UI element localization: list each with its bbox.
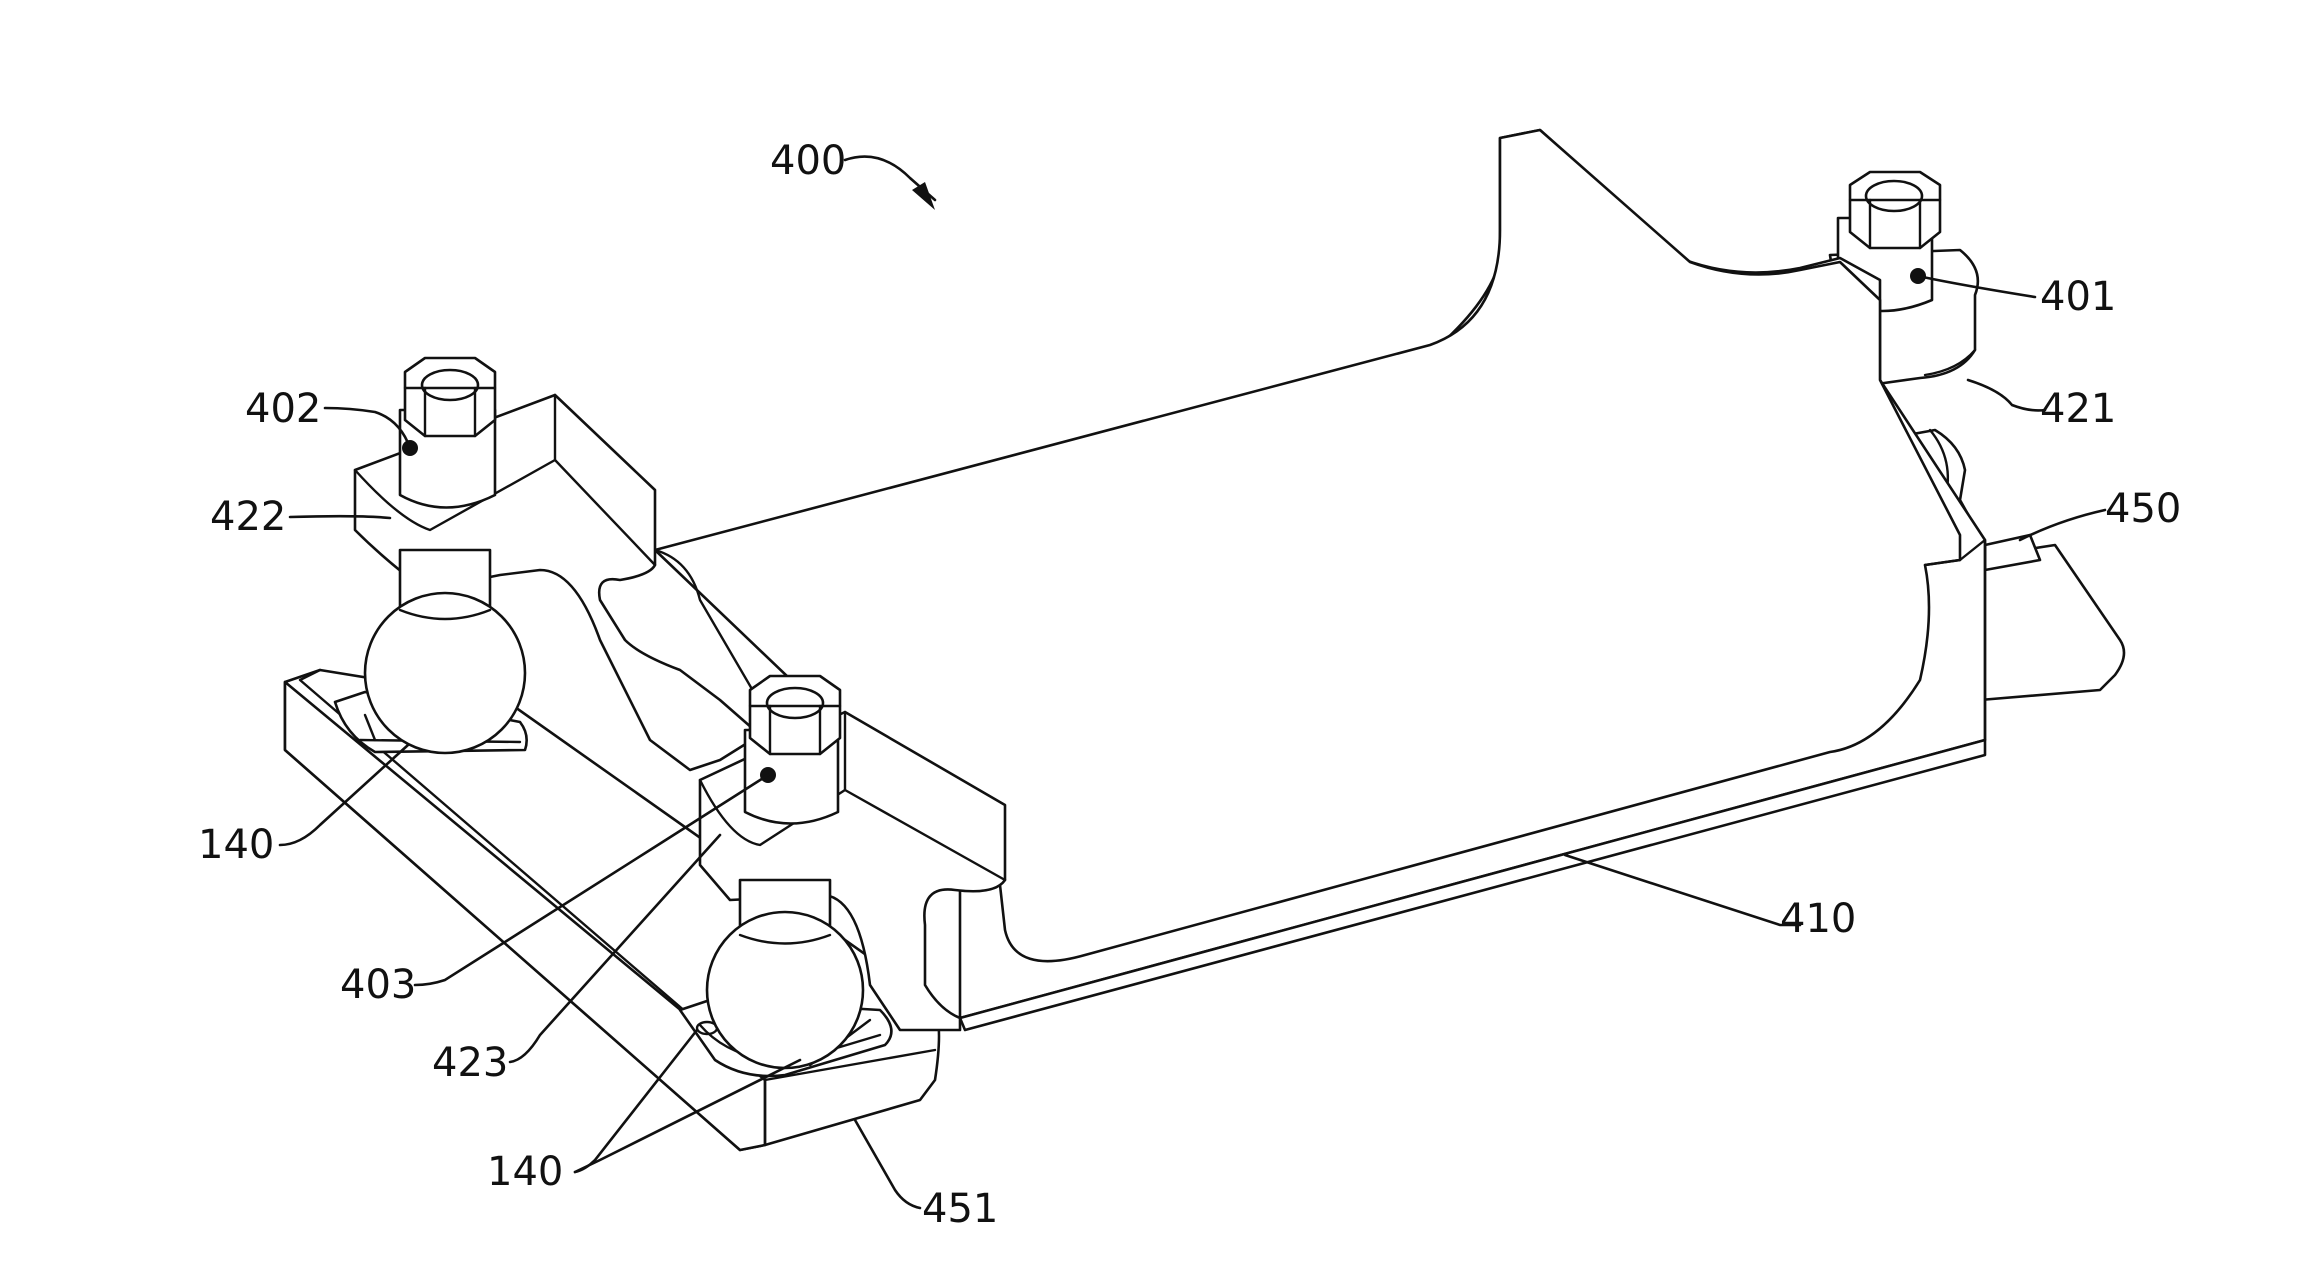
- label-451: 451: [922, 1186, 998, 1232]
- bolt-403: [745, 676, 840, 824]
- leader-422: [290, 516, 390, 518]
- label-140-front: 140: [487, 1149, 563, 1195]
- leader-421: [1968, 380, 2045, 410]
- label-402: 402: [245, 386, 321, 432]
- label-140-rear: 140: [198, 822, 274, 868]
- ball-joint-422: [365, 550, 525, 753]
- leader-450: [2020, 510, 2105, 540]
- label-422: 422: [210, 494, 286, 540]
- label-421: 421: [2040, 386, 2116, 432]
- label-423: 423: [432, 1040, 508, 1086]
- leader-451: [855, 1120, 920, 1208]
- label-410: 410: [1780, 896, 1856, 942]
- leader-402: [325, 408, 410, 448]
- label-450: 450: [2105, 486, 2181, 532]
- label-401: 401: [2040, 274, 2116, 320]
- base-plate-450: [1980, 535, 2124, 700]
- leader-410: [1565, 855, 1800, 925]
- label-400: 400: [770, 138, 846, 184]
- label-403: 403: [340, 962, 416, 1008]
- bolt-402: [400, 358, 495, 508]
